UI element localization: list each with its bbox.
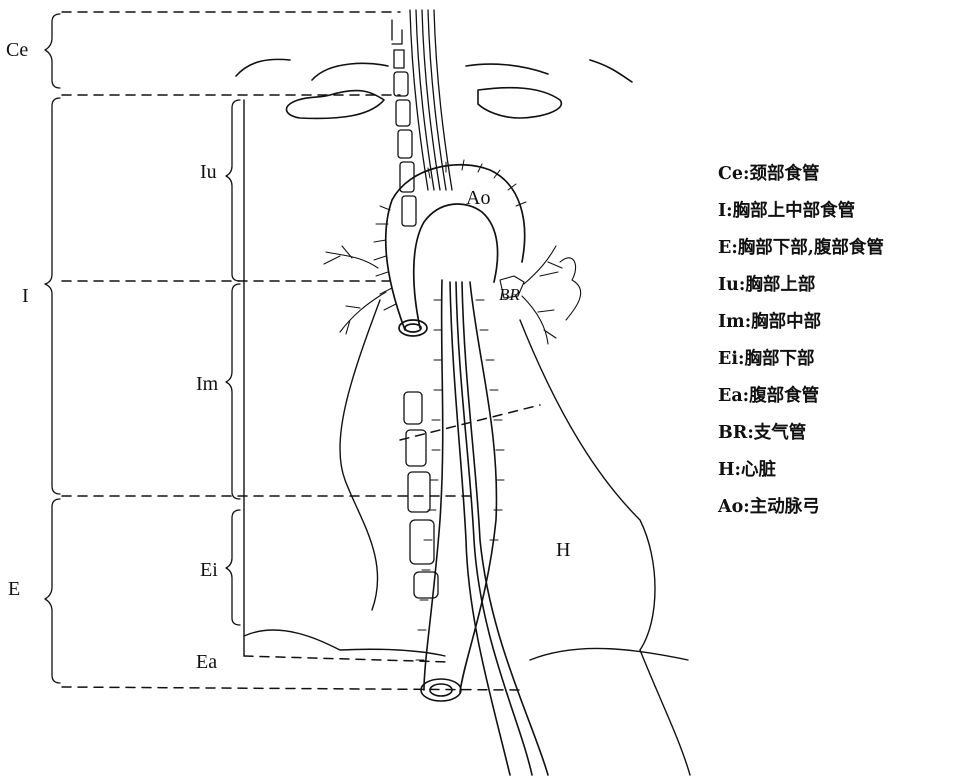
vertebral-column <box>392 20 438 598</box>
legend-item: Ea:腹部食管 <box>718 382 968 419</box>
legend-item: H:心脏 <box>718 456 968 493</box>
legend-item: Ei:胸部下部 <box>718 345 968 382</box>
legend-item: Ce:颈部食管 <box>718 160 968 197</box>
legend-item: E:胸部下部,腹部食管 <box>718 234 968 271</box>
label-ei: Ei <box>200 560 218 580</box>
label-bronchus: BR <box>499 285 520 305</box>
aortic-arch <box>374 160 526 336</box>
segment-braces <box>45 14 240 683</box>
esophagus <box>416 280 548 775</box>
label-heart: H <box>556 540 570 560</box>
label-ea: Ea <box>196 652 217 672</box>
legend-item: Im:胸部中部 <box>718 308 968 345</box>
legend: Ce:颈部食管 I:胸部上中部食管 E:胸部下部,腹部食管 Iu:胸部上部 Im… <box>718 160 968 530</box>
legend-item: Ao:主动脉弓 <box>718 493 968 530</box>
segment-boundary-lines <box>62 12 540 690</box>
clavicles <box>236 59 632 118</box>
legend-item: I:胸部上中部食管 <box>718 197 968 234</box>
label-e: E <box>8 579 20 599</box>
label-i: I <box>22 286 29 306</box>
label-iu: Iu <box>200 162 217 182</box>
label-aorta: Ao <box>466 188 490 208</box>
legend-item: Iu:胸部上部 <box>718 271 968 308</box>
label-im: Im <box>196 374 218 394</box>
label-ce: Ce <box>6 40 28 60</box>
legend-item: BR:支气管 <box>718 419 968 456</box>
